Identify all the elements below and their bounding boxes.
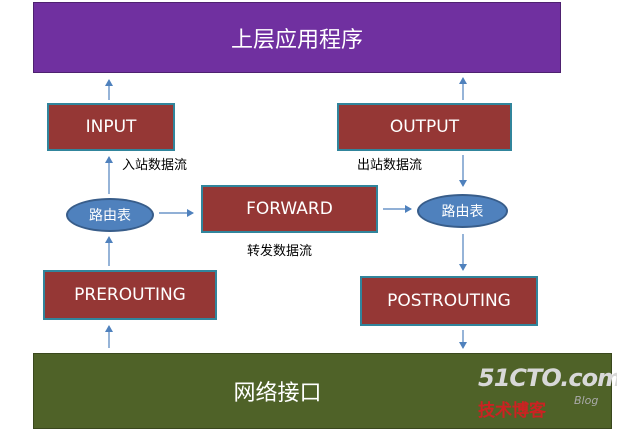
watermark-tag: Blog — [574, 394, 599, 407]
output-chain-box: OUTPUT — [337, 103, 512, 151]
watermark-site: 51CTO.com — [478, 364, 617, 392]
forward-chain-box: FORWARD — [201, 185, 378, 233]
postrouting-chain-box: POSTROUTING — [360, 276, 538, 326]
network-interface-box: 网络接口 — [33, 353, 612, 429]
routing-table-right-label: 路由表 — [441, 204, 484, 220]
prerouting-chain-label: PREROUTING — [74, 285, 186, 305]
input-chain-label: INPUT — [85, 117, 137, 137]
outbound-flow-label: 出站数据流 — [357, 158, 423, 173]
watermark-sub: 技术博客 — [478, 401, 546, 421]
postrouting-chain-label: POSTROUTING — [387, 291, 511, 311]
routing-table-left-label: 路由表 — [89, 208, 131, 224]
upper-application-box: 上层应用程序 — [33, 2, 561, 73]
routing-table-left: 路由表 — [66, 198, 154, 232]
input-chain-box: INPUT — [47, 103, 175, 151]
forward-chain-label: FORWARD — [246, 199, 333, 219]
prerouting-chain-box: PREROUTING — [43, 270, 217, 320]
site-watermark: 51CTO.com 技术博客 Blog — [478, 364, 617, 426]
network-interface-label: 网络接口 — [233, 381, 322, 406]
upper-application-label: 上层应用程序 — [230, 27, 363, 53]
output-chain-label: OUTPUT — [389, 117, 460, 137]
routing-table-right: 路由表 — [417, 194, 508, 228]
forward-flow-label: 转发数据流 — [247, 244, 313, 259]
inbound-flow-label: 入站数据流 — [122, 158, 188, 173]
